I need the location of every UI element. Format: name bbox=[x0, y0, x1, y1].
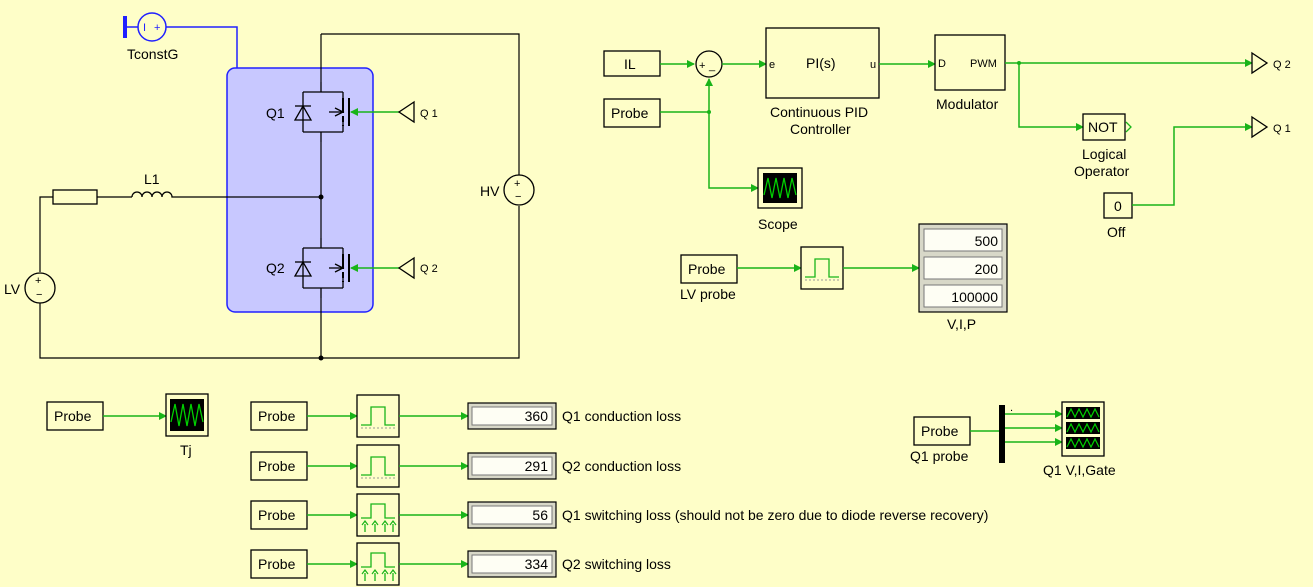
q1-out-tag: Q 1 bbox=[1273, 123, 1291, 135]
pi-controller-block[interactable] bbox=[765, 27, 880, 99]
lv-probe-caption: LV probe bbox=[680, 286, 736, 302]
q2-gate-tag: Q 2 bbox=[420, 263, 438, 275]
loss-caption: Q1 conduction loss bbox=[562, 408, 681, 424]
q1-vig-caption: Q1 V,I,Gate bbox=[1043, 462, 1116, 478]
q2-gate-tag-icon[interactable] bbox=[397, 256, 415, 280]
q2-out-tag: Q 2 bbox=[1273, 59, 1291, 71]
q1-probe-label: Probe bbox=[921, 423, 959, 439]
il-label: IL bbox=[624, 56, 636, 72]
lv-probe-block[interactable] bbox=[680, 254, 738, 284]
loss-filter-icon[interactable] bbox=[356, 394, 400, 438]
tj-probe-label: Probe bbox=[54, 408, 92, 424]
il-scope-icon[interactable] bbox=[757, 167, 803, 209]
q1-gate-tag: Q 1 bbox=[420, 108, 438, 120]
q1-out-tag-icon[interactable] bbox=[1251, 115, 1269, 139]
tj-caption: Tj bbox=[180, 442, 192, 458]
hv-label: HV bbox=[480, 183, 500, 199]
inductor-label: L1 bbox=[144, 171, 160, 187]
loss-value: 334 bbox=[525, 556, 549, 572]
loss-filter-icon[interactable] bbox=[356, 542, 400, 586]
loss-probe-label: Probe bbox=[258, 556, 296, 572]
loss-row: Probe 291 Q2 conduction loss bbox=[250, 444, 681, 488]
loss-probe-label: Probe bbox=[258, 507, 296, 523]
q1-vig-scope-icon[interactable] bbox=[1061, 401, 1105, 457]
loss-filter-icon[interactable] bbox=[356, 493, 400, 537]
lv-probe-section: Probe LV probe 500 200 100000 V,I,P bbox=[680, 223, 1008, 332]
power-circuit: I + TconstG L1 + − LV + bbox=[4, 12, 535, 361]
logical-caption-2: Operator bbox=[1074, 163, 1130, 179]
q1-probe-caption: Q1 probe bbox=[910, 448, 969, 464]
svg-text:+: + bbox=[35, 275, 41, 287]
svg-text:−: − bbox=[36, 289, 42, 301]
lv-label: LV bbox=[4, 281, 21, 297]
inductor-icon[interactable] bbox=[131, 191, 176, 198]
display-current: 200 bbox=[975, 261, 999, 277]
loss-value: 56 bbox=[532, 507, 548, 523]
q1-probe-block[interactable] bbox=[913, 416, 971, 446]
display-voltage: 500 bbox=[975, 233, 999, 249]
loss-value: 291 bbox=[525, 458, 549, 474]
pid-caption-2: Controller bbox=[790, 121, 851, 137]
loss-caption: Q2 switching loss bbox=[562, 556, 671, 572]
control-loop: IL + _ Probe PI(s) e u Continuous PID Co… bbox=[603, 27, 1291, 240]
svg-text:+: + bbox=[514, 178, 520, 190]
loss-row: Probe 360 Q1 conduction loss bbox=[250, 394, 681, 438]
loss-value: 360 bbox=[525, 408, 549, 424]
modulator-caption: Modulator bbox=[936, 96, 999, 112]
pid-caption-1: Continuous PID bbox=[770, 104, 868, 120]
q1-gate-tag-icon[interactable] bbox=[397, 100, 415, 124]
q1-label: Q1 bbox=[266, 105, 285, 121]
sum-plus: + bbox=[699, 60, 705, 72]
display-power: 100000 bbox=[951, 289, 998, 305]
svg-text:−: − bbox=[515, 191, 521, 203]
q1-probe-section: Probe Q1 probe . Q1 V,I,Gate bbox=[910, 401, 1116, 478]
vip-caption: V,I,P bbox=[947, 316, 976, 332]
not-label: NOT bbox=[1088, 119, 1118, 135]
const-value: 0 bbox=[1114, 198, 1122, 214]
svg-text:I: I bbox=[143, 22, 146, 34]
svg-text:.: . bbox=[1010, 402, 1013, 414]
pi-label: PI(s) bbox=[806, 55, 836, 71]
loss-probe-label: Probe bbox=[258, 408, 296, 424]
q2-out-tag-icon[interactable] bbox=[1251, 51, 1269, 75]
pi-port-e: e bbox=[769, 59, 775, 71]
lv-probe-label: Probe bbox=[688, 261, 726, 277]
thermal-constant-source[interactable]: I + bbox=[123, 12, 238, 68]
loss-caption: Q1 switching loss (should not be zero du… bbox=[562, 507, 988, 523]
loss-filter-icon[interactable] bbox=[356, 444, 400, 488]
loss-caption: Q2 conduction loss bbox=[562, 458, 681, 474]
loss-probe-block[interactable] bbox=[250, 500, 308, 530]
sum-minus: _ bbox=[708, 60, 716, 72]
il-probe-label: Probe bbox=[611, 105, 649, 121]
tj-section: Probe Tj bbox=[46, 393, 209, 458]
not-gate-block[interactable] bbox=[1082, 113, 1126, 141]
lv-probe-filter-icon[interactable] bbox=[800, 246, 844, 290]
tconst-label: TconstG bbox=[127, 46, 178, 62]
scope-caption: Scope bbox=[758, 216, 798, 232]
logical-caption-1: Logical bbox=[1082, 146, 1126, 162]
loss-row: Probe 56 Q1 switching loss (should not be … bbox=[250, 493, 988, 537]
off-caption: Off bbox=[1107, 224, 1126, 240]
pwm-modulator-block[interactable] bbox=[934, 34, 1006, 91]
pwm-label: PWM bbox=[970, 58, 997, 70]
lv-voltage-source[interactable]: + − bbox=[24, 272, 56, 304]
resistor-icon[interactable] bbox=[52, 189, 98, 205]
hv-voltage-source[interactable]: + − bbox=[503, 174, 535, 206]
tj-probe-block[interactable] bbox=[46, 401, 104, 431]
half-bridge-module[interactable] bbox=[226, 67, 374, 313]
pwm-port-d: D bbox=[938, 58, 946, 70]
svg-text:+: + bbox=[154, 22, 160, 34]
loss-probe-label: Probe bbox=[258, 458, 296, 474]
q2-label: Q2 bbox=[266, 260, 285, 276]
mux-bar[interactable] bbox=[999, 405, 1005, 463]
loss-row: Probe 334 Q2 switching loss bbox=[250, 542, 671, 586]
il-probe-block[interactable] bbox=[603, 98, 661, 128]
pi-port-u: u bbox=[870, 59, 876, 71]
tj-scope-icon[interactable] bbox=[165, 393, 209, 437]
